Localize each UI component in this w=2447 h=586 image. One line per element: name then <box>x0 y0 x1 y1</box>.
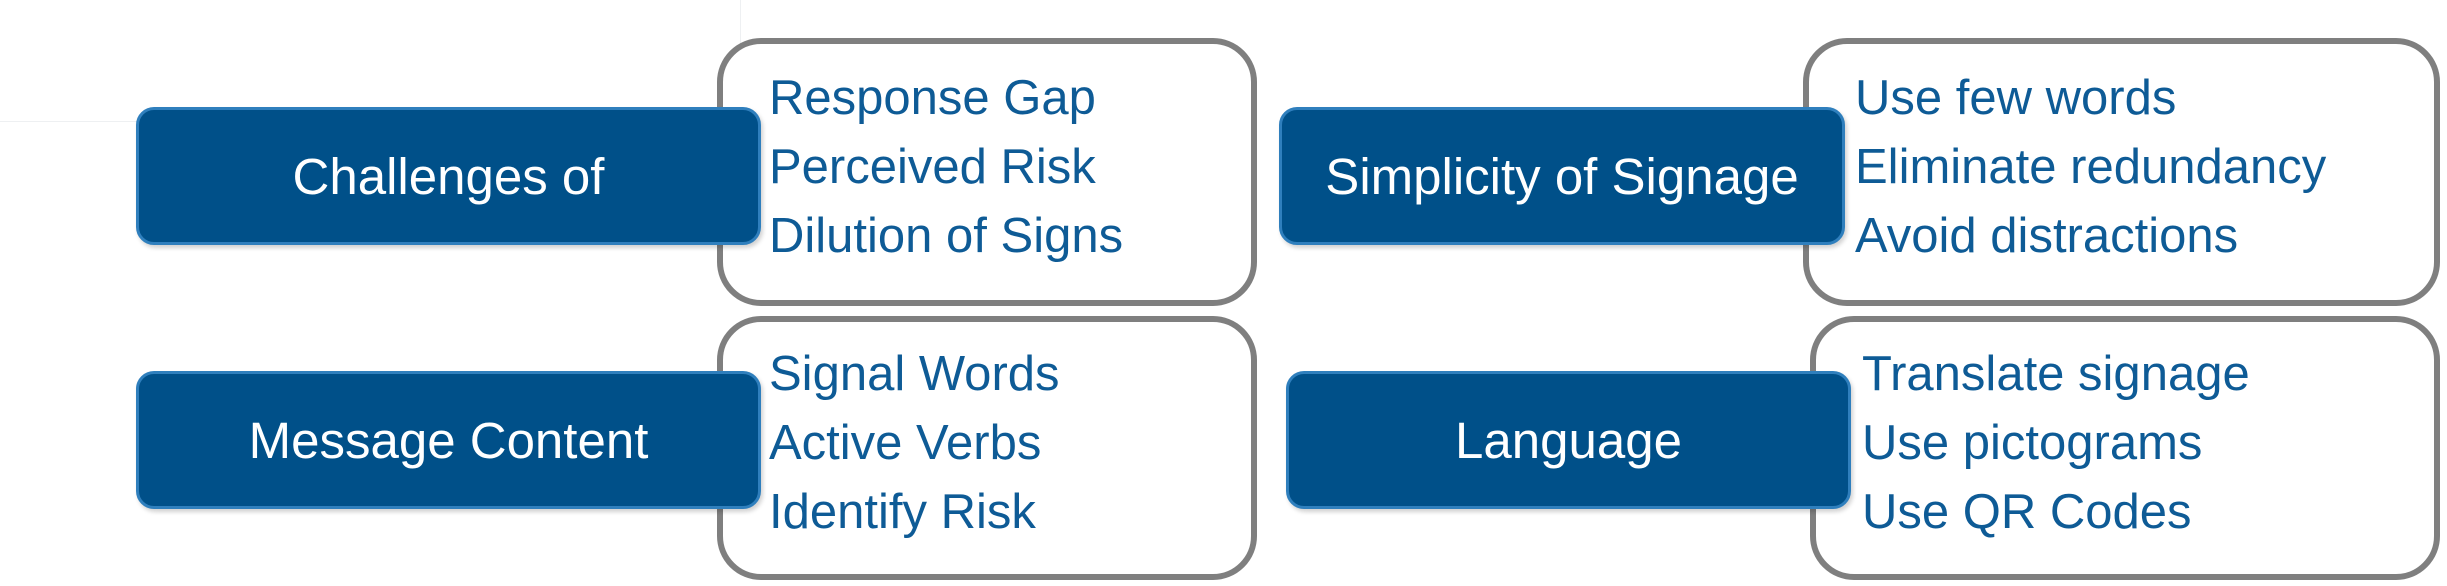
list-item: Perceived Risk <box>769 140 1096 194</box>
language-list-box: Translate signage Use pictograms Use QR … <box>1810 316 2440 580</box>
list-item: Signal Words <box>769 347 1060 401</box>
list-item: Use QR Codes <box>1862 485 2192 539</box>
list-item: Use pictograms <box>1862 416 2203 470</box>
list-item: Dilution of Signs <box>769 209 1124 263</box>
list-item: Use few words <box>1855 71 2177 125</box>
list-item: Avoid distractions <box>1855 209 2239 263</box>
simplicity-list: Use few words Eliminate redundancy Avoid… <box>1855 64 2326 271</box>
message-content-label: Message Content <box>136 371 761 509</box>
list-item: Response Gap <box>769 71 1096 125</box>
language-list: Translate signage Use pictograms Use QR … <box>1862 340 2250 547</box>
challenges-label: Challenges of <box>136 107 761 245</box>
list-item: Translate signage <box>1862 347 2250 401</box>
language-label: Language <box>1286 371 1851 509</box>
simplicity-label: Simplicity of Signage <box>1279 107 1845 245</box>
list-item: Eliminate redundancy <box>1855 140 2327 194</box>
message-content-list: Signal Words Active Verbs Identify Risk <box>769 340 1060 547</box>
list-item: Identify Risk <box>769 485 1036 539</box>
list-item: Active Verbs <box>769 416 1042 470</box>
message-content-list-box: Signal Words Active Verbs Identify Risk <box>717 316 1257 580</box>
challenges-list: Response Gap Perceived Risk Dilution of … <box>769 64 1123 271</box>
challenges-list-box: Response Gap Perceived Risk Dilution of … <box>717 38 1257 306</box>
simplicity-list-box: Use few words Eliminate redundancy Avoid… <box>1803 38 2440 306</box>
